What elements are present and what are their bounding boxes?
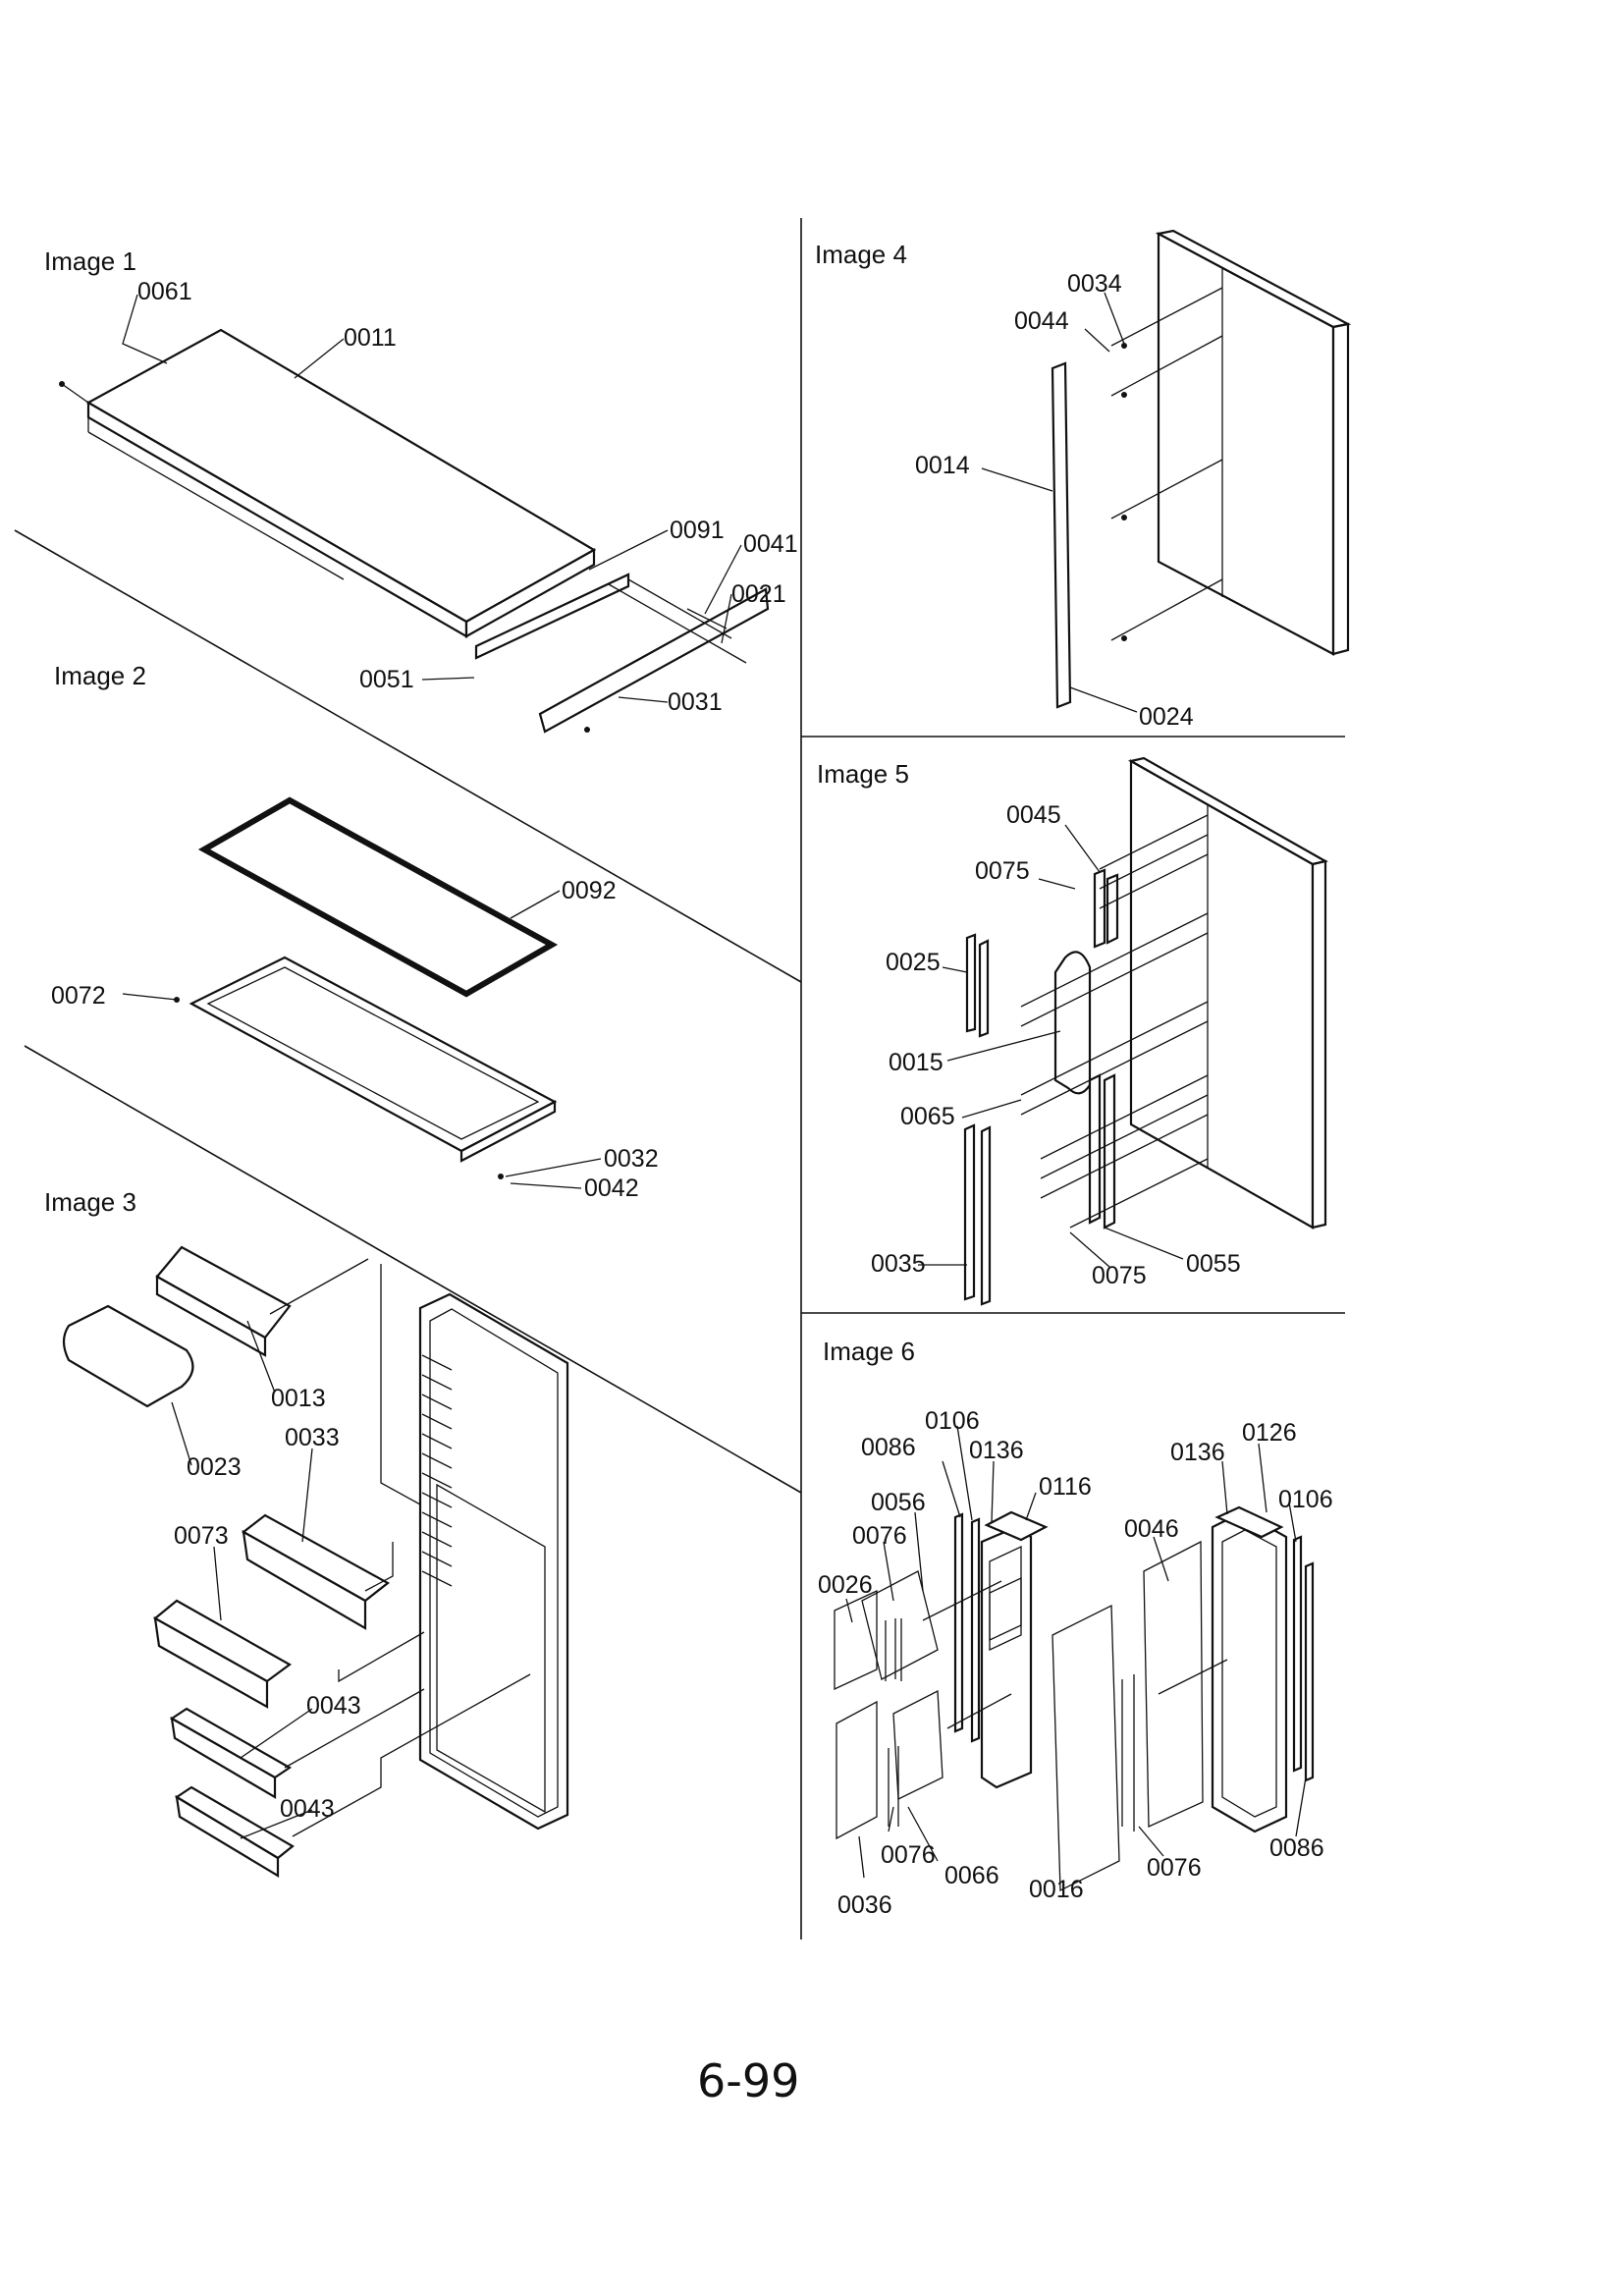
image1-title: Image 1 [44,246,136,276]
image5-leaders [918,824,1184,1268]
image2-labels: Image 2 0092 0072 0032 0042 [51,661,659,1202]
image5-labels: Image 5 0045 0075 0025 0015 0065 0035 00… [817,759,1241,1289]
part-label-0031: 0031 [668,688,723,716]
image4-drawing [1051,229,1352,709]
part-label-0061: 0061 [137,278,192,305]
part-label-0075-lower: 0075 [1092,1262,1147,1289]
image3-leaders [171,1320,313,1839]
part-label-0126: 0126 [1242,1419,1297,1447]
part-label-0036: 0036 [837,1891,892,1919]
image2-title: Image 2 [54,661,146,690]
image4-title: Image 4 [815,240,907,269]
part-label-0076-right: 0076 [1147,1854,1202,1882]
part-label-0056: 0056 [871,1489,926,1516]
part-label-0016: 0016 [1029,1876,1084,1903]
part-label-0032: 0032 [604,1145,659,1173]
part-label-0136-right: 0136 [1170,1439,1225,1466]
part-label-0065: 0065 [900,1103,955,1130]
part-label-0072: 0072 [51,982,106,1010]
part-label-0042: 0042 [584,1175,639,1202]
image5-title: Image 5 [817,759,909,789]
part-label-0021: 0021 [731,580,786,608]
image3-drawing [62,1245,569,1878]
part-label-0086-left: 0086 [861,1434,916,1461]
image2-leaders [122,890,602,1189]
door-rack-rungs [421,1354,453,1587]
part-label-0106-left: 0106 [925,1407,980,1435]
part-label-0091: 0091 [670,517,725,544]
part-label-0076-bottom: 0076 [881,1841,936,1869]
image3-labels: Image 3 0013 0023 0033 0073 0043 0043 [44,1187,361,1823]
image1-labels: Image 1 0061 0011 0091 0041 0021 0051 00… [44,246,798,716]
part-label-0035: 0035 [871,1250,926,1278]
part-label-0045: 0045 [1006,801,1061,829]
part-label-0075-upper: 0075 [975,857,1030,885]
image1-drawing [59,328,770,734]
page-number: 6-99 [697,2054,799,2107]
image6-leaders [845,1425,1307,1879]
part-label-0046: 0046 [1124,1515,1179,1543]
image6-drawing [834,1505,1315,1892]
image4-labels: Image 4 0034 0044 0014 0024 [815,240,1194,731]
image6-labels: Image 6 0106 0086 0136 0116 0056 0076 00… [818,1337,1333,1919]
part-label-0025: 0025 [886,949,941,976]
part-label-0116: 0116 [1039,1473,1092,1501]
part-label-0086-right: 0086 [1269,1834,1324,1862]
part-label-0136-left: 0136 [969,1437,1024,1464]
image3-title: Image 3 [44,1187,136,1217]
part-label-0044: 0044 [1014,307,1069,335]
part-label-0055: 0055 [1186,1250,1241,1278]
part-label-0092: 0092 [562,877,617,904]
image4-leaders [981,292,1138,713]
image2-drawing [174,796,559,1179]
part-label-0034: 0034 [1067,270,1122,298]
part-label-0033: 0033 [285,1424,340,1451]
part-label-0076-left: 0076 [852,1522,907,1550]
part-label-0014: 0014 [915,452,970,479]
panel-dividers [14,218,1345,1940]
part-label-0015: 0015 [889,1049,944,1076]
part-label-0041: 0041 [743,530,798,558]
part-label-0106-right: 0106 [1278,1486,1333,1513]
part-label-0066: 0066 [944,1862,999,1889]
image1-leaders [122,294,742,703]
image5-drawing [963,756,1328,1306]
part-label-0024: 0024 [1139,703,1194,731]
part-label-0026: 0026 [818,1571,873,1599]
part-label-0051: 0051 [359,666,414,693]
part-label-0013: 0013 [271,1385,326,1412]
part-label-0043-upper: 0043 [306,1692,361,1720]
part-label-0043-lower: 0043 [280,1795,335,1823]
image6-title: Image 6 [823,1337,915,1366]
part-label-0011: 0011 [344,324,397,352]
part-label-0073: 0073 [174,1522,229,1550]
part-label-0023: 0023 [187,1453,242,1481]
